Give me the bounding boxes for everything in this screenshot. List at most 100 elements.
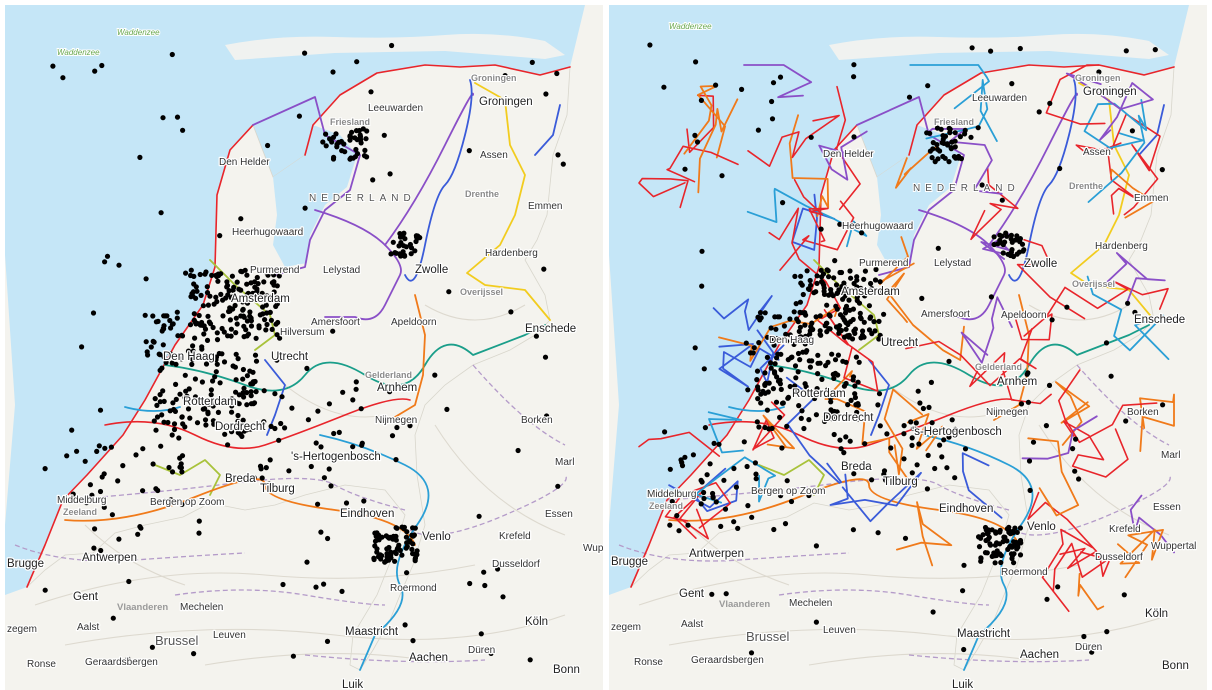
location-point — [690, 452, 696, 458]
location-point — [814, 273, 820, 279]
route-lightblue — [1083, 99, 1148, 149]
location-point — [832, 370, 838, 376]
location-point — [872, 328, 878, 334]
location-point — [976, 544, 983, 550]
location-point — [861, 276, 867, 282]
location-point — [276, 273, 282, 279]
location-point — [289, 405, 295, 411]
location-point — [702, 425, 708, 431]
location-point — [527, 657, 533, 663]
location-point — [803, 338, 809, 344]
location-point — [851, 280, 857, 287]
location-point — [272, 425, 278, 432]
map-left[interactable]: Waddenzee Waddenzee Groningen Friesland … — [5, 5, 603, 690]
route-red — [969, 352, 1052, 405]
location-point — [960, 588, 966, 594]
route-lightblue — [694, 456, 776, 504]
route-purple — [1065, 72, 1154, 141]
location-point — [157, 367, 163, 373]
location-point — [266, 481, 272, 487]
map-left-canvas[interactable]: Waddenzee Waddenzee Groningen Friesland … — [5, 5, 603, 690]
location-point — [414, 552, 420, 558]
location-point — [696, 589, 702, 595]
road — [64, 614, 566, 646]
location-point — [96, 443, 102, 449]
route-orange — [389, 294, 426, 421]
location-point — [995, 241, 1001, 247]
location-point — [240, 390, 246, 396]
location-point — [241, 385, 247, 391]
label-eindhoven: Eindhoven — [340, 508, 394, 520]
location-point — [814, 386, 820, 392]
route-orange — [762, 414, 795, 450]
location-point — [1073, 436, 1079, 442]
route-orange — [1110, 168, 1155, 219]
location-point — [235, 430, 241, 436]
location-point — [264, 293, 270, 299]
location-point — [162, 498, 168, 504]
location-point — [241, 394, 247, 400]
location-point — [401, 252, 408, 258]
location-point — [762, 310, 768, 316]
label-purmerend: Purmerend — [250, 265, 299, 276]
location-point — [104, 253, 111, 259]
location-point — [305, 417, 311, 423]
location-point — [743, 340, 749, 346]
location-point — [241, 323, 247, 329]
label-gelderland: Gelderland — [365, 370, 412, 380]
location-point — [274, 295, 280, 301]
location-point — [908, 419, 914, 425]
location-point — [787, 316, 793, 322]
location-point — [1123, 418, 1129, 424]
location-point — [203, 361, 210, 367]
label-antwerpen: Antwerpen — [82, 552, 137, 564]
location-point — [795, 350, 802, 357]
location-point — [1057, 165, 1063, 172]
location-point — [837, 323, 843, 329]
location-point — [392, 549, 398, 555]
location-point — [769, 98, 775, 105]
location-point — [97, 407, 104, 413]
route-purple — [918, 209, 1006, 321]
location-point — [221, 359, 228, 365]
location-point — [739, 86, 745, 92]
location-point — [1014, 546, 1020, 552]
location-point — [150, 338, 156, 344]
location-point — [1160, 402, 1166, 408]
country-border — [666, 477, 1010, 511]
label-den-haag: Den Haag — [163, 351, 215, 363]
location-point — [1132, 309, 1138, 315]
location-point — [843, 319, 849, 326]
label-emmen: Emmen — [528, 201, 562, 212]
location-point — [356, 127, 362, 134]
location-point — [261, 419, 267, 425]
location-point — [962, 446, 969, 452]
location-point — [927, 130, 933, 136]
location-point — [167, 351, 173, 357]
label-marl: Marl — [1161, 450, 1180, 461]
map-right-canvas[interactable]: Waddenzee Groningen Friesland Leeuwarden… — [609, 5, 1207, 690]
location-point — [778, 367, 784, 373]
location-point — [302, 205, 308, 211]
location-point — [837, 312, 844, 318]
location-point — [350, 397, 356, 403]
location-point — [1025, 399, 1031, 405]
location-point — [843, 326, 849, 332]
location-point — [701, 489, 707, 496]
map-right[interactable]: Waddenzee Groningen Friesland Leeuwarden… — [609, 5, 1207, 690]
location-point — [92, 68, 98, 74]
location-point — [227, 317, 233, 323]
location-point — [909, 470, 915, 476]
location-point — [251, 400, 258, 406]
label-bonn: Bonn — [1162, 660, 1189, 672]
label-krefeld: Krefeld — [1109, 524, 1141, 535]
location-point — [393, 457, 399, 463]
location-point — [176, 435, 182, 441]
location-point — [179, 356, 185, 362]
location-point — [161, 354, 167, 360]
location-point — [858, 316, 864, 322]
location-point — [815, 352, 821, 358]
location-point — [220, 297, 226, 303]
location-point — [192, 335, 198, 341]
location-point — [813, 412, 819, 418]
